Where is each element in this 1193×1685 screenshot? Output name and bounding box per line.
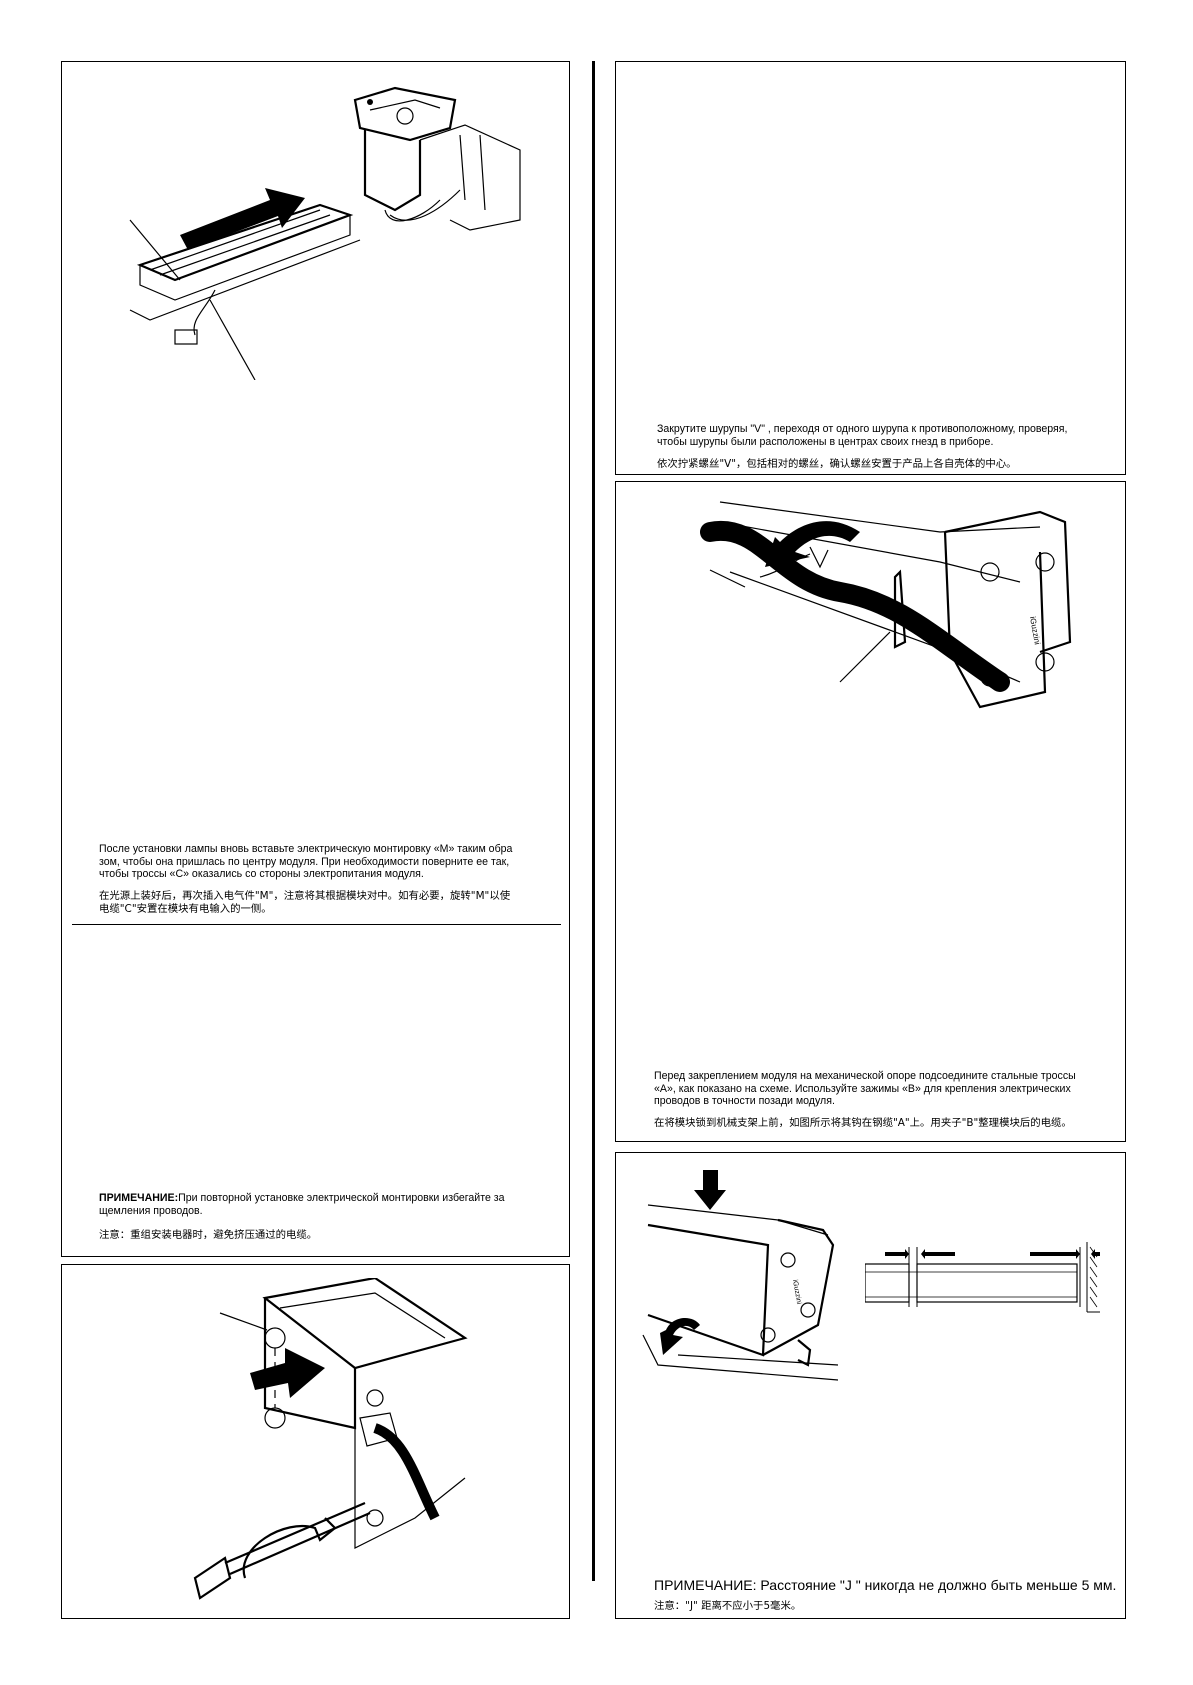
hook-instruction-cn: 在将模块锁到机械支架上前，如图所示将其钩在钢缆"A"上。用夹子"B"整理模块后的…	[654, 1117, 1072, 1129]
note-label: ПРИМЕЧАНИЕ:	[99, 1192, 179, 1204]
left-panel-top	[61, 61, 570, 1257]
column-separator	[592, 61, 595, 1581]
right-panel-3	[615, 1152, 1126, 1619]
hook-instruction-ru: Перед закреплением модуля на механическо…	[654, 1070, 1076, 1108]
distance-note-ru: ПРИМЕЧАНИЕ: Расстояние "J " никогда не д…	[654, 1577, 1117, 1593]
cable-hook-illustration: iGuzzini	[700, 501, 1072, 709]
module-brand-logo: iGuzzini	[1028, 616, 1042, 646]
lamp-instruction-cn: 在光源上装好后，再次插入电气件"M"，注意将其根据模块对中。如有必要，旋转"M"…	[99, 890, 511, 915]
distance-j-diagram	[865, 1242, 1100, 1313]
screw-fixing-illustration	[193, 1278, 468, 1600]
note-cn: 注意：重组安装电器时，避免挤压通过的电缆。	[99, 1229, 318, 1241]
distance-note-cn: 注意："J" 距离不应小于5毫米。	[654, 1600, 802, 1612]
lamp-instruction-ru: После установки лампы вновь вставьте эле…	[99, 843, 513, 881]
right-panel-1	[615, 61, 1126, 475]
module-mount-illustration: iGuzzini	[642, 1170, 838, 1381]
left-panel-bottom	[61, 1264, 570, 1619]
note-ru: ПРИМЕЧАНИЕ:При повторной установке элект…	[99, 1192, 571, 1217]
divider	[72, 924, 561, 925]
mount-brand-logo: iGuzzini	[791, 1279, 802, 1305]
screw-instruction-cn: 依次拧紧螺丝"V"，包括相对的螺丝，确认螺丝安置于产品上各自壳体的中心。	[657, 458, 1017, 470]
note-text: При повторной установке электрической мо…	[99, 1192, 505, 1217]
lamp-insertion-illustration	[129, 86, 521, 380]
screw-instruction-ru: Закрутите шурупы "V" , переходя от одног…	[657, 423, 1068, 448]
